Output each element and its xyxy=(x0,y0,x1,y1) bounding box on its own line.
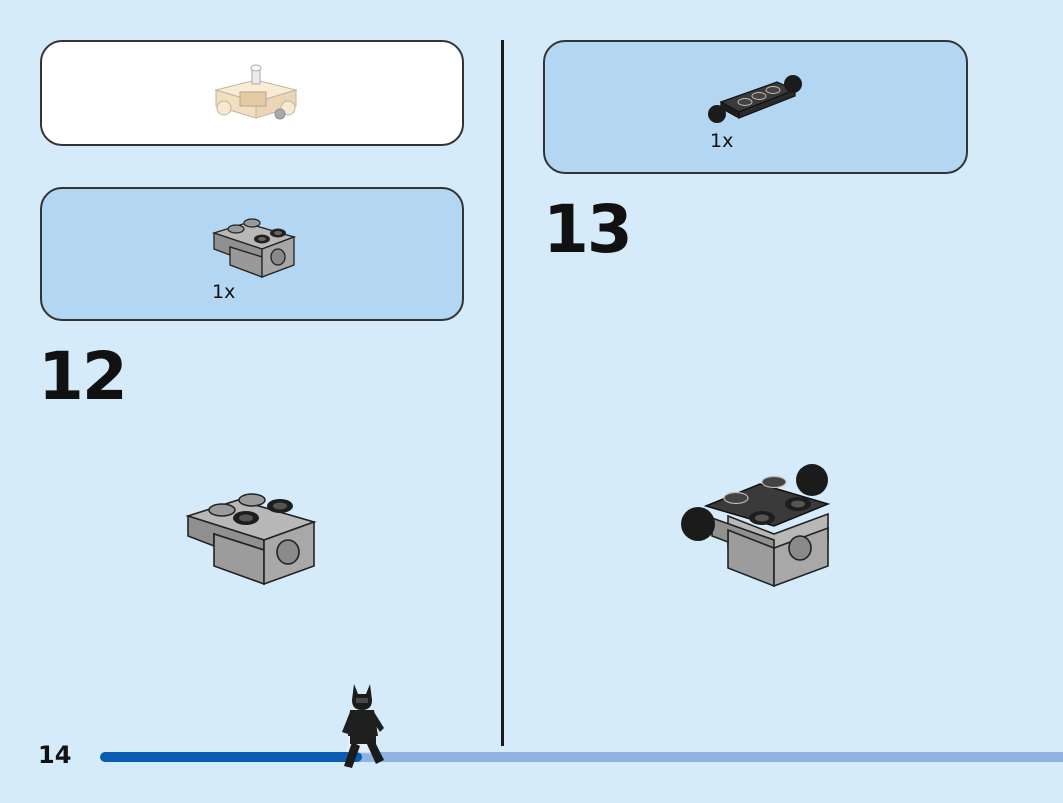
progress-bar-completed xyxy=(100,752,362,762)
part-quantity: 1x xyxy=(710,130,734,152)
column-divider xyxy=(501,40,504,746)
progress-bar-remaining xyxy=(352,752,1063,762)
gray-brick-with-hole-icon xyxy=(211,218,297,278)
step13-result-brick-assembly-icon xyxy=(681,464,831,588)
page-number: 14 xyxy=(38,741,72,769)
parts-callout-step-13: 1x xyxy=(543,40,968,174)
parts-callout-step-12: 1x xyxy=(40,187,464,321)
black-plate-with-knobs-icon xyxy=(708,75,802,123)
step-number-13: 13 xyxy=(543,191,633,268)
context-box xyxy=(40,40,464,146)
minifigure-walking-icon xyxy=(342,684,384,768)
step12-result-gray-brick-icon xyxy=(185,493,317,586)
part-quantity: 1x xyxy=(212,281,236,303)
step-number-12: 12 xyxy=(38,338,128,415)
brick-assembly-ghost-icon xyxy=(214,64,298,120)
